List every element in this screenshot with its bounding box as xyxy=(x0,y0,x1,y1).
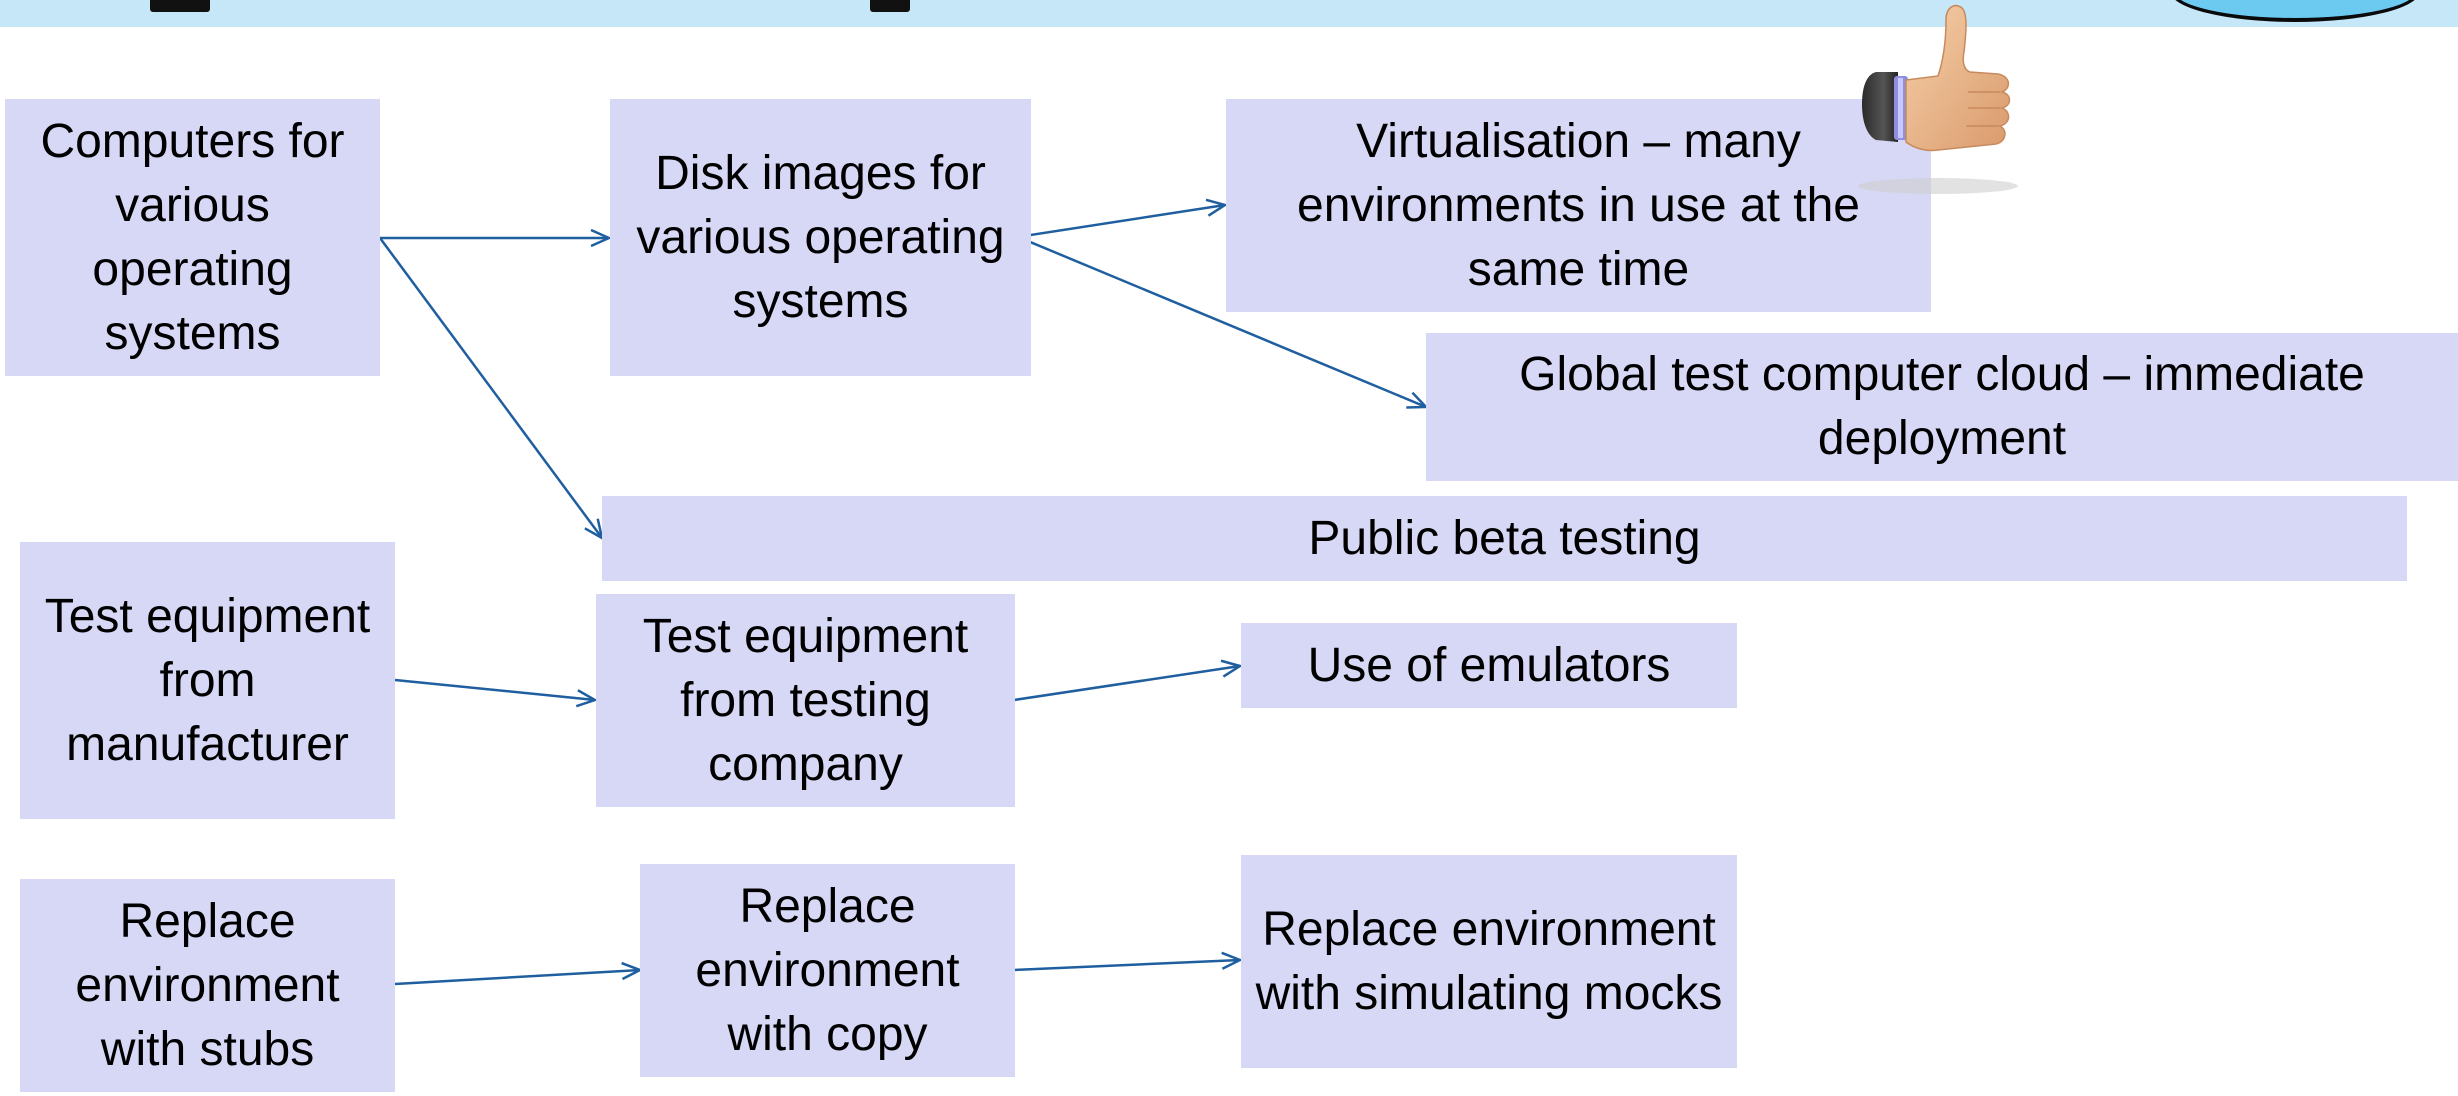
thumbs-up-icon xyxy=(1858,4,2018,194)
box-mocks: Replace environment with simulating mock… xyxy=(1241,855,1737,1068)
arrow-disk-images-to-virtualisation xyxy=(1010,205,1225,240)
header-title-fragment xyxy=(150,0,920,12)
box-test-equipment-company: Test equipment from testing company xyxy=(596,594,1015,807)
box-global-cloud: Global test computer cloud – immediate d… xyxy=(1426,333,2458,481)
arrow-copy-to-mocks xyxy=(1013,960,1240,972)
box-test-equipment-manufacturer: Test equipment from manufacturer xyxy=(20,542,395,819)
box-virtualisation: Virtualisation – many environments in us… xyxy=(1226,99,1931,312)
box-computers: Computers for various operating systems xyxy=(5,99,380,376)
box-disk-images: Disk images for various operating system… xyxy=(610,99,1031,376)
box-copy: Replace environment with copy xyxy=(640,864,1015,1077)
header-band xyxy=(0,0,2458,27)
box-emulators: Use of emulators xyxy=(1241,623,1737,708)
arrow-testing-company-to-emulators xyxy=(1013,666,1240,702)
arrow-computers-to-public-beta xyxy=(378,237,602,538)
arrow-stubs-to-copy xyxy=(394,970,640,986)
box-stubs: Replace environment with stubs xyxy=(20,879,395,1092)
arrow-manufacturer-to-testing-company xyxy=(394,678,595,700)
box-public-beta: Public beta testing xyxy=(602,496,2407,581)
